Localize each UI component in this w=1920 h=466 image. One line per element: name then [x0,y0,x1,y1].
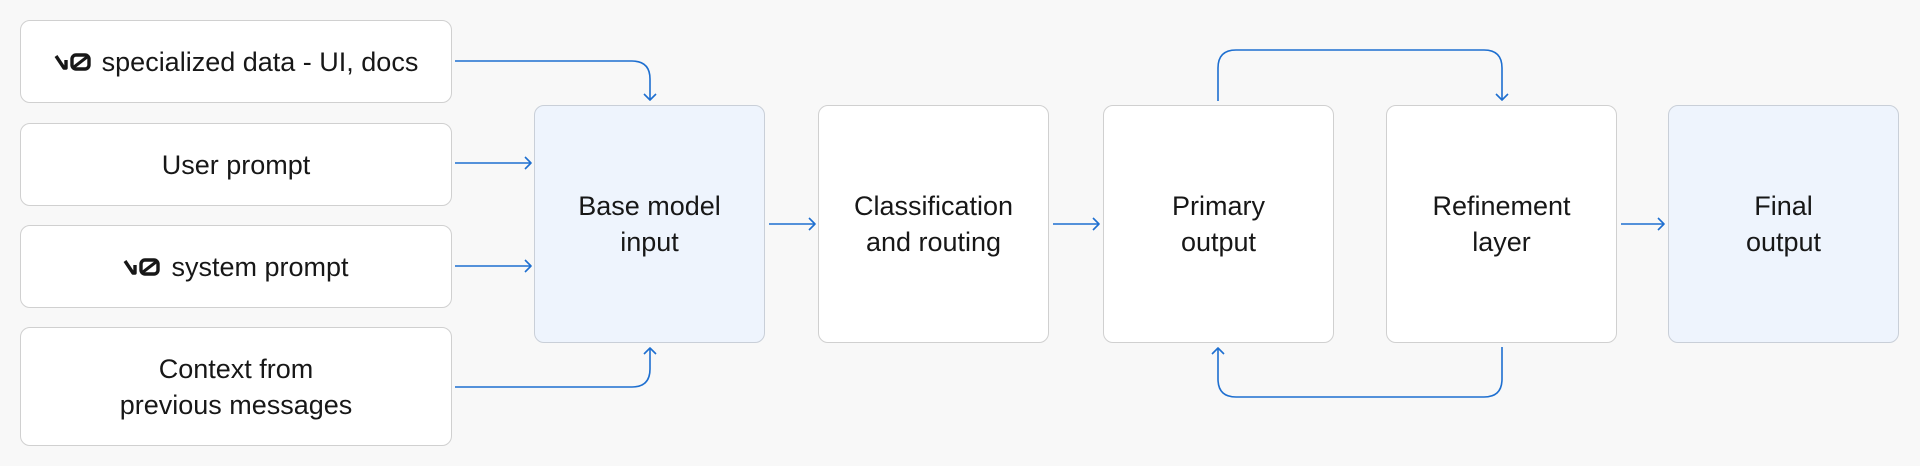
input-system-prompt: system prompt [20,225,452,308]
input-context: Context from previous messages [20,327,452,446]
node-base-model-input: Base model input [534,105,765,343]
node-classification-routing: Classification and routing [818,105,1049,343]
connector-base-to-classification-arrowhead [808,217,816,231]
node-primary-output: Primary output [1103,105,1334,343]
connector-refinement-to-final-arrowhead [1657,217,1665,231]
connector-user-prompt-to-base-arrowhead [524,156,532,170]
context-label: Context from previous messages [119,353,353,420]
input-user-prompt: User prompt [20,123,452,206]
connector-user-prompt-to-base [455,156,532,170]
node-refinement-layer: Refinement layer [1386,105,1617,343]
connector-system-prompt-to-base [455,259,532,273]
node-final-output: Final output [1668,105,1899,343]
connector-context-to-base [455,347,657,388]
connector-specialized-to-base-line [455,60,651,100]
connector-refinement-to-primary-line [1217,347,1503,398]
connector-primary-to-refinement-line [1217,49,1503,101]
refinement-label: Refinement layer [1432,191,1571,257]
v0-logo-icon [54,51,94,73]
connector-specialized-to-base [455,60,657,101]
specialized-data-label: specialized data - UI, docs [101,46,419,77]
connector-specialized-to-base-arrowhead [643,93,657,101]
classification-label: Classification and routing [853,191,1014,257]
connector-primary-to-refinement [1217,49,1509,101]
connector-classification-to-primary-arrowhead [1092,217,1100,231]
connector-primary-to-refinement-arrowhead [1495,93,1509,101]
base-model-label: Base model input [578,191,721,257]
system-prompt-label: system prompt [171,251,349,282]
connector-context-to-base-arrowhead [643,347,657,355]
connector-system-prompt-to-base-arrowhead [524,259,532,273]
primary-output-label: Primary output [1172,191,1265,257]
connector-base-to-classification [769,217,816,231]
connector-refinement-to-final [1621,217,1665,231]
input-specialized-data: specialized data - UI, docs [20,20,452,103]
connector-classification-to-primary [1053,217,1100,231]
connector-context-to-base-line [455,348,651,388]
v0-logo-icon [123,256,163,278]
user-prompt-label: User prompt [161,149,311,180]
connector-refinement-to-primary-arrowhead [1211,347,1225,355]
final-output-label: Final output [1745,191,1822,257]
connector-refinement-to-primary [1211,347,1503,398]
